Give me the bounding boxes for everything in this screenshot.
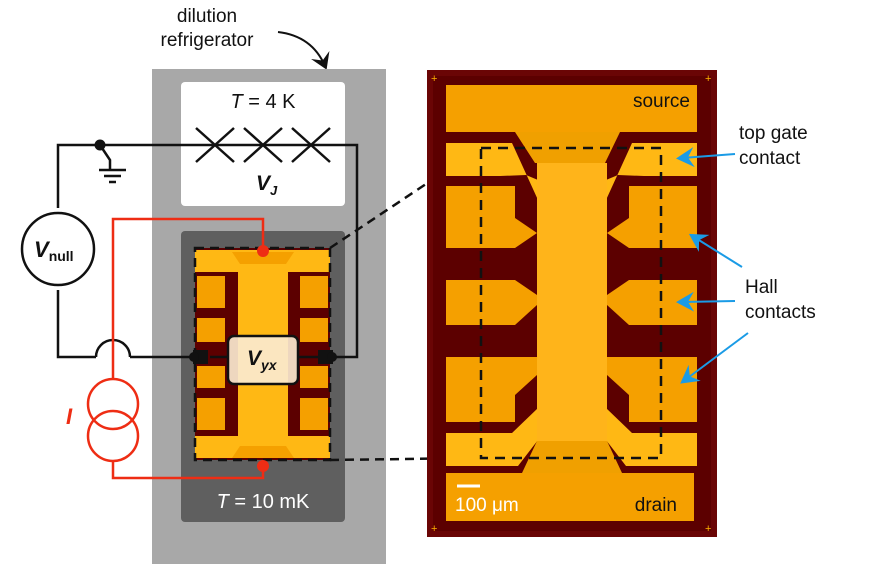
alignment-marks: + + + +: [431, 73, 711, 535]
svg-text:+: +: [431, 523, 437, 535]
hall-label-line1: Hall: [745, 277, 778, 298]
stage-4k-temp: T = 4 K: [230, 91, 296, 113]
scale-bar-label: 100 μm: [455, 495, 519, 516]
ground-node: [94, 139, 106, 151]
fridge-arrow-icon: [277, 31, 330, 70]
svg-text:+: +: [705, 523, 711, 535]
vnull-meter: [20, 211, 96, 287]
stage-10mk-temp: T = 10 mK: [217, 491, 310, 513]
top-gate-label-line1: top gate: [739, 123, 808, 144]
source-label: source: [633, 91, 690, 112]
vyx-label: Vyx: [247, 347, 278, 373]
source-contact-node: [257, 245, 269, 257]
left-probe-node: [189, 352, 199, 362]
device-thumbnail: [193, 246, 332, 462]
drain-label: drain: [635, 495, 677, 516]
fridge-label-line2: refrigerator: [161, 30, 255, 51]
vnull-label: Vnull: [34, 237, 74, 264]
annotation-arrows: [676, 147, 749, 384]
drain-pad: [446, 473, 694, 521]
hall-bar-channel: [537, 163, 607, 441]
svg-text:+: +: [431, 73, 437, 85]
fridge-label-line1: dilution: [177, 6, 237, 27]
top-gate-label-line2: contact: [739, 148, 801, 169]
drain-contact-node: [257, 460, 269, 472]
right-probe-node: [327, 352, 337, 362]
svg-text:+: +: [705, 73, 711, 85]
hall-label-line2: contacts: [745, 302, 816, 323]
current-label: I: [66, 404, 73, 429]
vj-label: VJ: [256, 172, 278, 198]
device-micrograph: + + + +: [427, 70, 717, 537]
source-pad: [446, 85, 697, 132]
vyx-meter: [226, 334, 300, 386]
